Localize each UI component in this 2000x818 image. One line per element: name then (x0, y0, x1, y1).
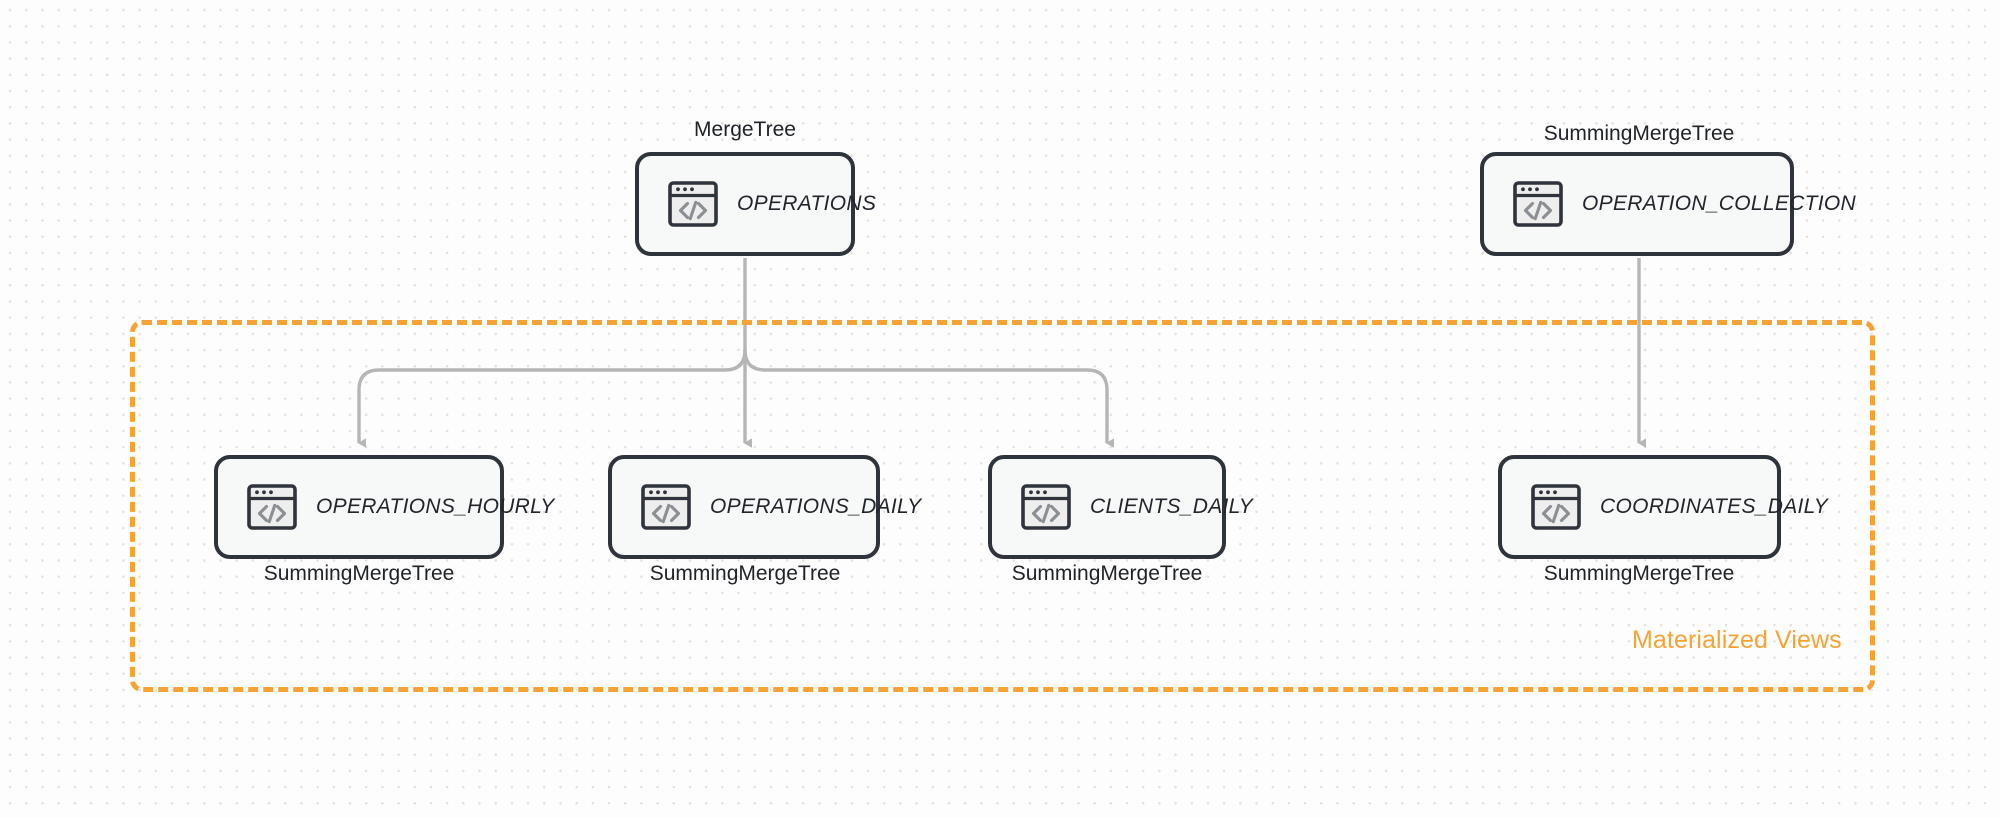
node-coordinates-daily[interactable]: COORDINATES_DAILY (1498, 455, 1828, 559)
node-label-clients-daily: CLIENTS_DAILY (1090, 495, 1254, 518)
node-label-operation-collection: OPERATION_COLLECTION (1582, 192, 1856, 215)
node-operations-hourly[interactable]: OPERATIONS_HOURLY (214, 455, 554, 559)
engine-caption-operations-hourly: SummingMergeTree (263, 562, 455, 585)
code-window-icon (1512, 180, 1564, 228)
node-operation-collection[interactable]: OPERATION_COLLECTION (1480, 152, 1856, 256)
node-label-operations-hourly: OPERATIONS_HOURLY (316, 495, 555, 518)
code-window-icon (640, 483, 692, 531)
code-window-icon (1530, 483, 1582, 531)
node-clients-daily[interactable]: CLIENTS_DAILY (988, 455, 1253, 559)
engine-caption-coordinates-daily: SummingMergeTree (1543, 562, 1735, 585)
engine-caption-operations: MergeTree (694, 118, 796, 141)
materialized-views-group (130, 320, 1875, 692)
engine-caption-operation-collection: SummingMergeTree (1543, 122, 1735, 145)
node-label-coordinates-daily: COORDINATES_DAILY (1600, 495, 1828, 518)
code-window-icon (1020, 483, 1072, 531)
node-operations[interactable]: OPERATIONS (635, 152, 876, 256)
node-label-operations-daily: OPERATIONS_DAILY (710, 495, 922, 518)
materialized-views-label: Materialized Views (1632, 626, 1842, 654)
engine-caption-operations-daily: SummingMergeTree (649, 562, 841, 585)
code-window-icon (246, 483, 298, 531)
node-label-operations: OPERATIONS (737, 192, 877, 215)
code-window-icon (667, 180, 719, 228)
node-operations-daily[interactable]: OPERATIONS_DAILY (608, 455, 921, 559)
engine-caption-clients-daily: SummingMergeTree (1011, 562, 1203, 585)
